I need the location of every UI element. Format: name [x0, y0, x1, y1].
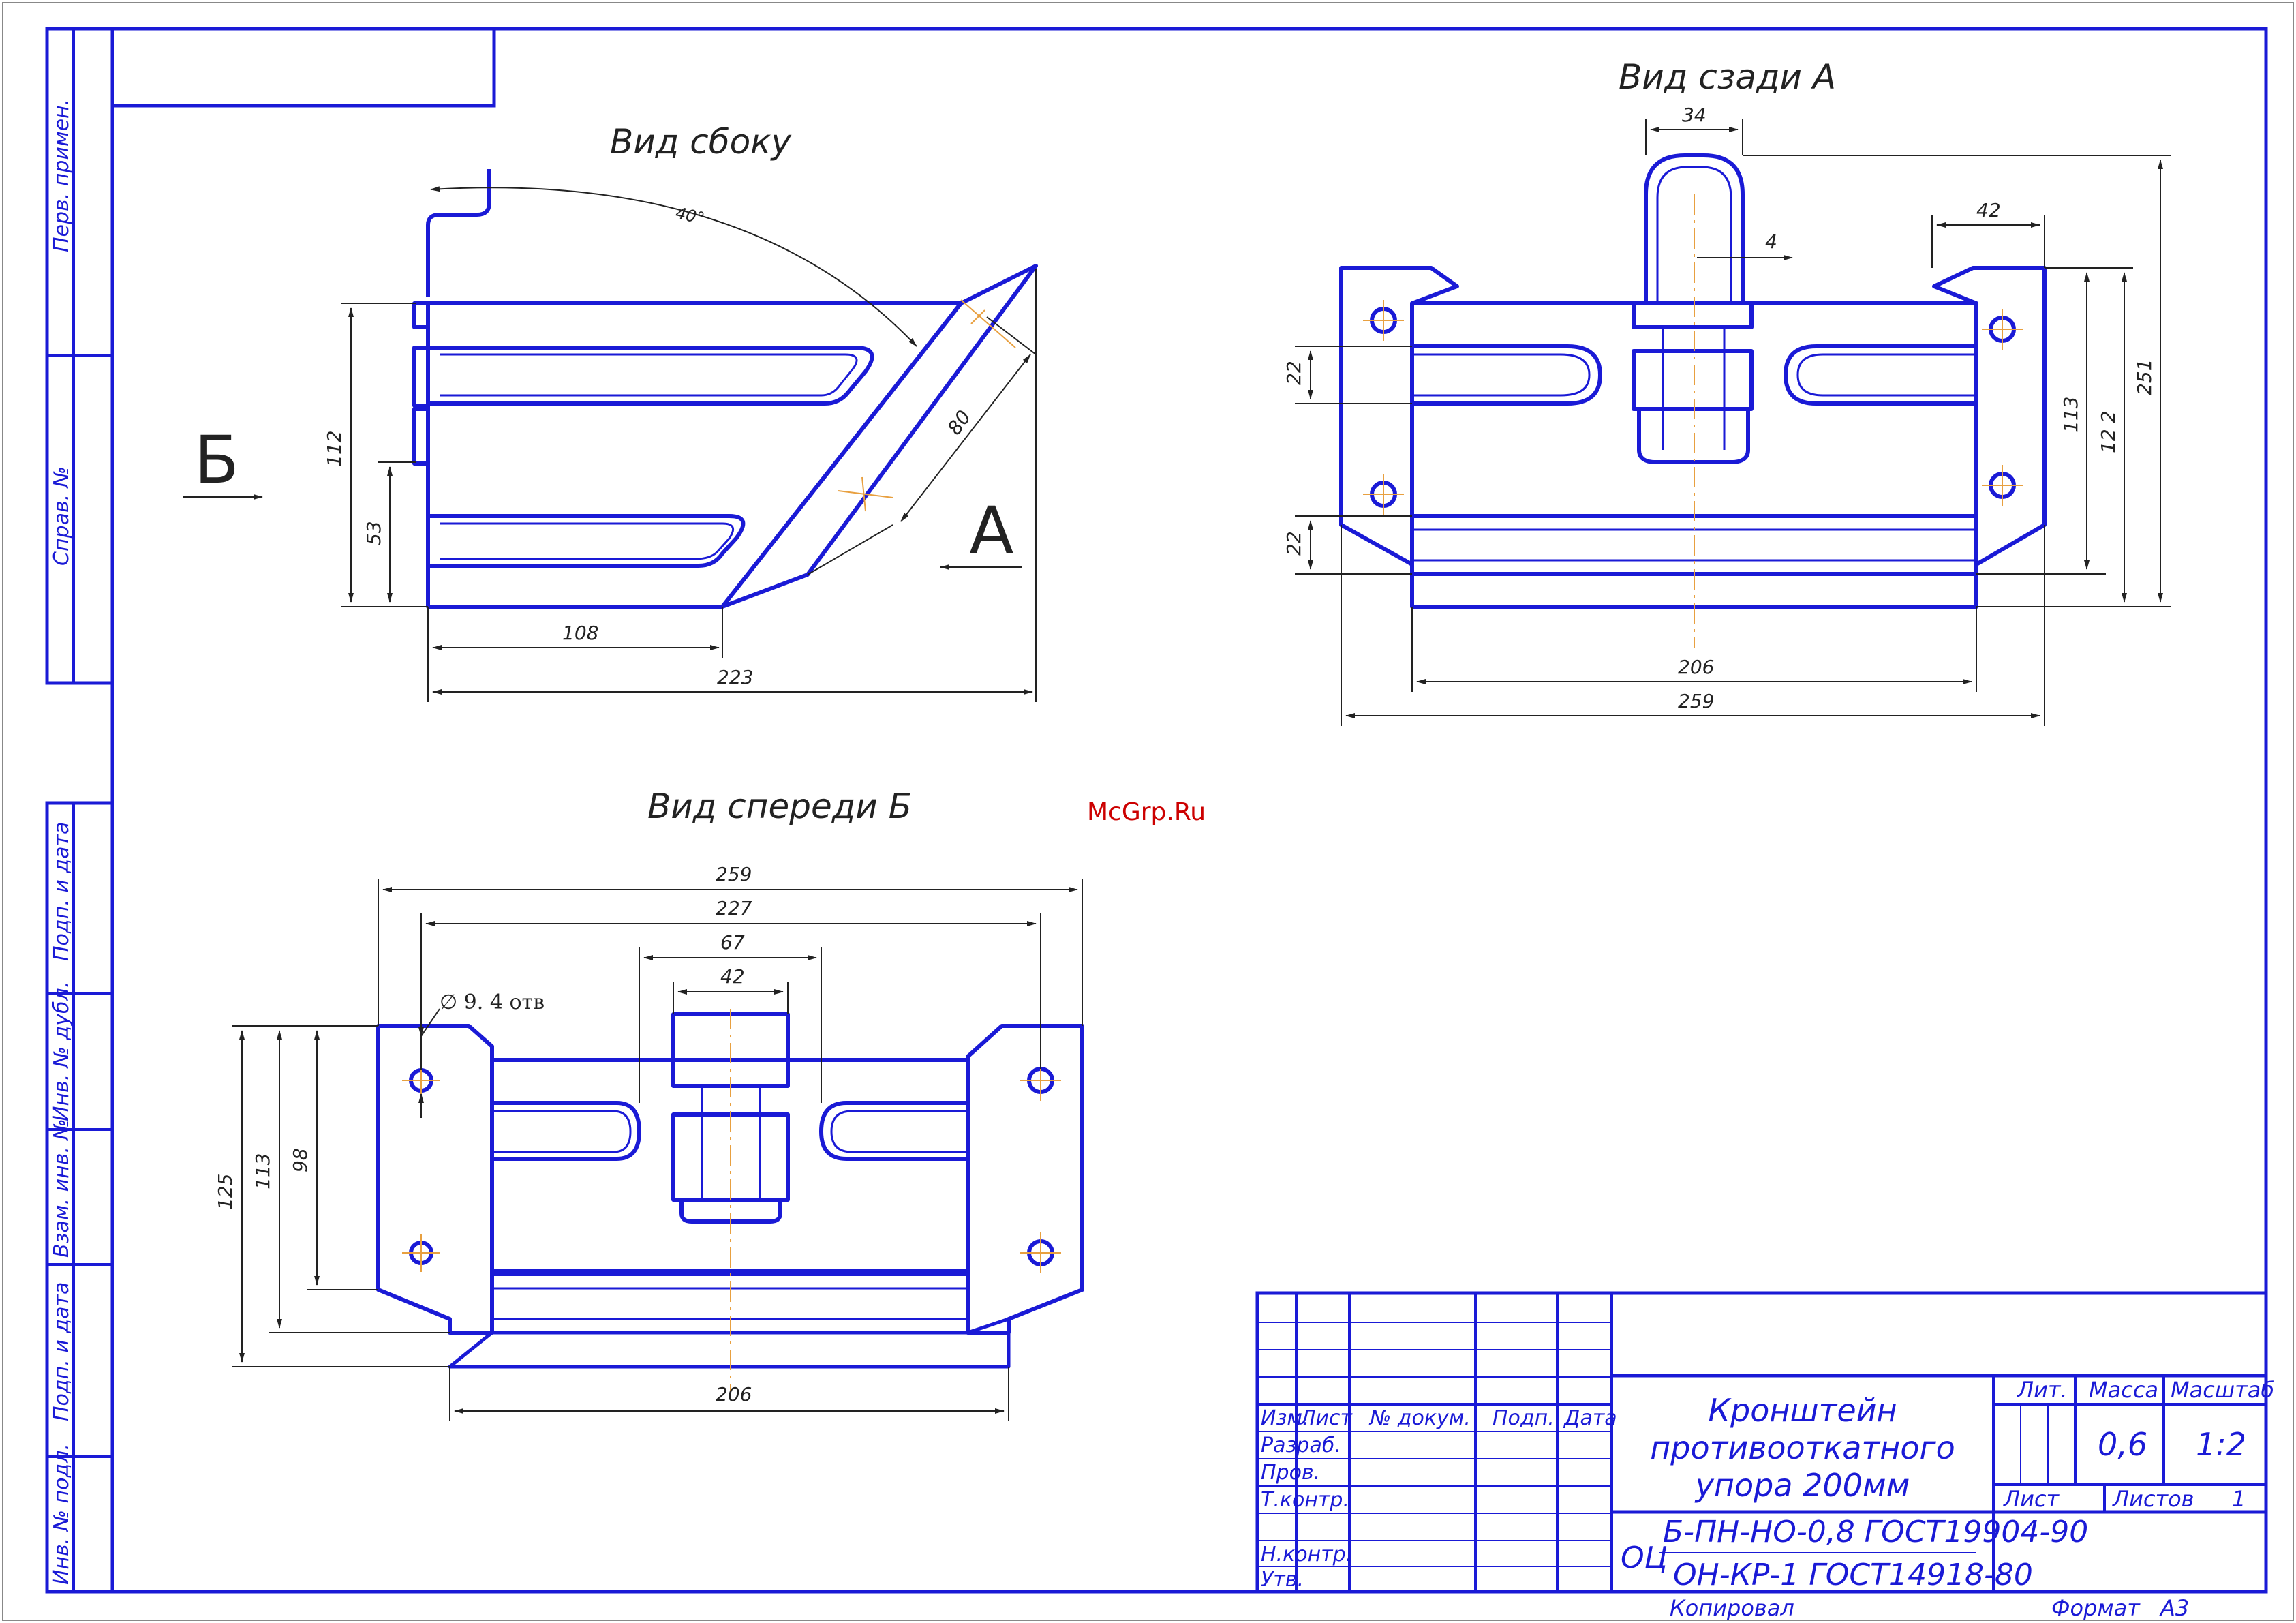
- tb-scale-head: Масштаб: [2171, 1377, 2274, 1403]
- tb-list: Лист: [1300, 1406, 1353, 1430]
- tb-material-top: Б-ПН-НО-0,8 ГОСТ19904-90: [1663, 1515, 2088, 1549]
- side-arrow-a: А: [969, 493, 1014, 569]
- rear-dim-4: 4: [1765, 230, 1777, 253]
- strip-sprav: Справ. №: [50, 466, 74, 566]
- front-view: Вид спереди Б: [214, 787, 1084, 1421]
- side-view-geometry: [412, 169, 1038, 609]
- front-view-title: Вид спереди Б: [647, 787, 912, 826]
- rear-dim-34: 34: [1682, 104, 1706, 126]
- rear-view-geometry: [1339, 153, 2047, 609]
- strip-inv-podl: Инв. № подл.: [50, 1444, 74, 1585]
- side-arrow-b: Б: [194, 422, 239, 498]
- tb-name-2: противооткатного: [1650, 1429, 1955, 1466]
- tb-izm: Изм.: [1261, 1406, 1309, 1430]
- front-dim-113: 113: [251, 1153, 274, 1189]
- rear-view: Вид сзади А: [1283, 57, 2171, 726]
- tb-utv: Утв.: [1261, 1568, 1304, 1592]
- rear-dim-259: 259: [1678, 690, 1714, 712]
- tb-copied: Копировал: [1670, 1595, 1794, 1621]
- tb-mass-head: Масса: [2089, 1377, 2158, 1403]
- tb-ndokum: № докум.: [1368, 1406, 1471, 1430]
- tb-tkontr: Т.контр.: [1261, 1488, 1349, 1512]
- title-block-text: Изм. Лист № докум. Подп. Дата Разраб. Пр…: [1261, 1377, 2274, 1621]
- rear-dim-22b: 22: [1283, 531, 1305, 556]
- tb-format-val: А3: [2159, 1595, 2189, 1621]
- strip-perv: Перв. примен.: [50, 99, 74, 252]
- tb-nkontr: Н.контр.: [1261, 1543, 1352, 1566]
- front-dim-67: 67: [720, 931, 745, 954]
- front-view-dims: [232, 879, 1083, 1421]
- side-view-centerlines: [838, 299, 1016, 512]
- tb-scale: 1:2: [2196, 1426, 2246, 1463]
- side-view: Вид сбоку: [183, 122, 1038, 702]
- tb-sheets: Листов: [2112, 1486, 2194, 1512]
- strip-vzam: Взам. инв. №: [50, 1119, 74, 1258]
- rear-dim-22a: 22: [1283, 361, 1305, 385]
- tb-prov: Пров.: [1261, 1461, 1320, 1485]
- front-dim-206: 206: [716, 1383, 752, 1406]
- tb-data: Дата: [1563, 1406, 1617, 1430]
- tb-sheet: Лист: [2003, 1486, 2060, 1512]
- strip-podp2: Подп. и дата: [50, 1282, 74, 1421]
- front-dim-98: 98: [289, 1148, 311, 1172]
- side-angle-40: 40°: [674, 203, 706, 228]
- side-view-title: Вид сбоку: [610, 122, 792, 162]
- title-block: [1255, 1291, 2268, 1594]
- side-dim-53: 53: [363, 521, 385, 545]
- front-hole-note: ∅ 9. 4 отв: [440, 990, 545, 1014]
- rear-dim-251: 251: [2133, 359, 2156, 395]
- side-view-dims: [183, 186, 1037, 702]
- strip-inv-dubl: Инв. № дубл.: [50, 982, 74, 1121]
- tb-sheets-val: 1: [2232, 1486, 2246, 1512]
- tb-lit: Лит.: [2017, 1377, 2068, 1403]
- side-dim-108: 108: [562, 622, 598, 644]
- rear-dim-42: 42: [1976, 199, 2001, 222]
- front-dim-259: 259: [716, 863, 752, 885]
- side-strip: Перв. примен. Справ. № Подп. и дата Инв.…: [50, 99, 74, 1585]
- watermark: McGrp.Ru: [1087, 798, 1206, 826]
- front-dim-227: 227: [716, 897, 752, 920]
- rear-view-title: Вид сзади А: [1619, 57, 1836, 97]
- front-dim-42: 42: [720, 965, 745, 988]
- tb-podp: Подп.: [1493, 1406, 1555, 1430]
- tb-name-3: упора 200мм: [1694, 1467, 1910, 1504]
- strip-podp1: Подп. и дата: [50, 822, 74, 961]
- rear-dim-113: 113: [2060, 397, 2082, 433]
- side-dim-80: 80: [943, 406, 975, 439]
- tb-format: Формат: [2051, 1595, 2141, 1621]
- front-dim-125: 125: [214, 1174, 236, 1210]
- front-view-centerlines: [402, 1009, 1061, 1394]
- rear-dim-206: 206: [1678, 656, 1714, 678]
- tb-mass: 0,6: [2098, 1426, 2147, 1463]
- tb-razrab: Разраб.: [1261, 1434, 1341, 1457]
- rear-view-dims: [1295, 119, 2171, 726]
- side-dim-112: 112: [323, 431, 346, 467]
- rear-view-centerlines: [1363, 194, 2023, 648]
- rear-dim-122: 12 2: [2097, 411, 2119, 453]
- tb-material-prefix: ОЦ: [1621, 1541, 1668, 1575]
- side-dim-223: 223: [717, 666, 753, 688]
- tb-material-bottom: ОН-КР-1 ГОСТ14918-80: [1673, 1558, 2033, 1592]
- tb-name-1: Кронштейн: [1708, 1392, 1897, 1429]
